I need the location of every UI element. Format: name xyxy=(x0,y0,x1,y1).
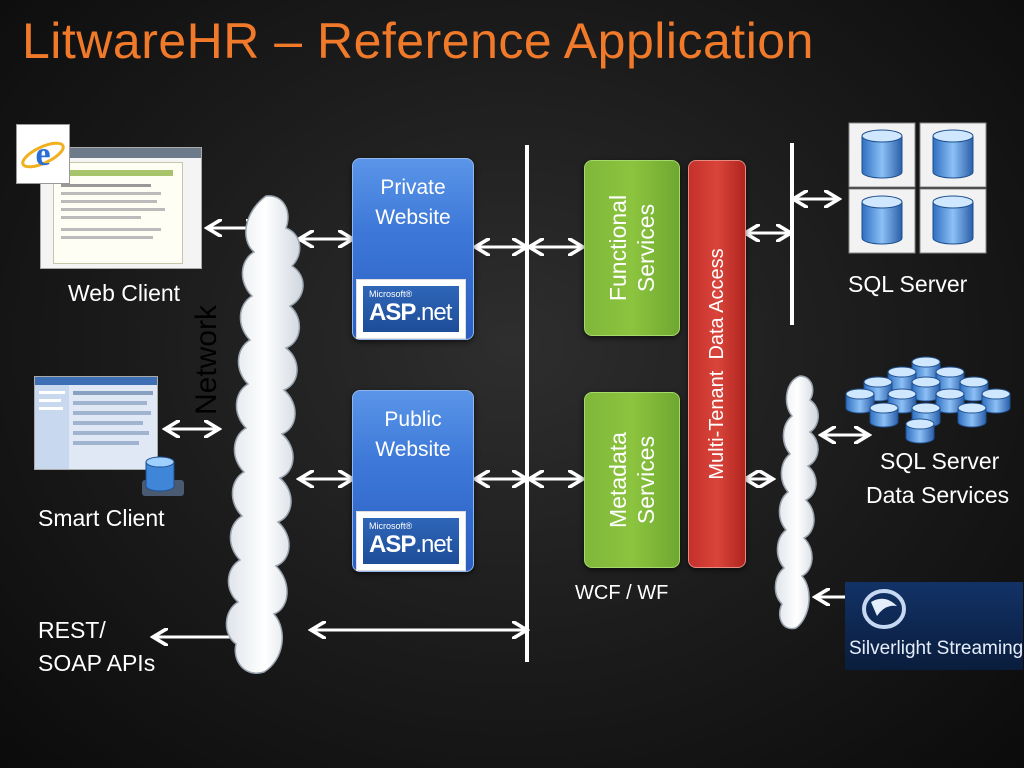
web-client-label: Web Client xyxy=(68,280,181,306)
functional-services-line1: Functional xyxy=(605,194,631,302)
aspnet-logo-main: ASP xyxy=(369,531,416,558)
functional-services-line2: Services xyxy=(633,203,659,293)
ssds-label-line2: Data Services xyxy=(866,482,1010,508)
internet-explorer-icon: e xyxy=(16,124,70,184)
functional-services-box: Functional Services xyxy=(584,160,680,336)
metadata-services-box: Metadata Services xyxy=(584,392,680,568)
sql-server-label: SQL Server xyxy=(848,271,968,297)
aspnet-logo-main: ASP xyxy=(369,299,416,326)
aspnet-logo: Microsoft® ASP.net xyxy=(356,279,466,339)
network-cloud xyxy=(225,195,304,674)
network-label: Network xyxy=(189,304,223,415)
silverlight-streaming-label: Silverlight Streaming xyxy=(849,638,1024,659)
aspnet-logo-suffix: .net xyxy=(415,299,452,326)
silverlight-streaming-logo: Silverlight Streaming xyxy=(845,582,1023,670)
smart-client-label: Smart Client xyxy=(38,505,165,531)
database-bus-line xyxy=(790,143,794,325)
public-website-line1: Public xyxy=(384,408,442,431)
ssds-database-cluster-icon xyxy=(845,356,1011,444)
internet-cloud xyxy=(774,375,819,630)
metadata-services-line2: Services xyxy=(633,435,659,525)
aspnet-logo-suffix: .net xyxy=(415,531,452,558)
smart-client-screenshot xyxy=(34,376,158,470)
private-website-line2: Website xyxy=(375,206,451,229)
aspnet-logo-small-text: Microsoft® xyxy=(369,521,413,531)
aspnet-logo-small-text: Microsoft® xyxy=(369,289,413,299)
data-access-box: Multi-Tenant Data Access xyxy=(688,160,746,568)
private-website-box: Private Website Microsoft® ASP.net xyxy=(352,158,474,340)
wcf-wf-label: WCF / WF xyxy=(575,582,669,604)
slide-title: LitwareHR – Reference Application xyxy=(22,13,814,69)
sql-server-database-icons xyxy=(848,122,987,254)
silverlight-icon xyxy=(862,589,906,629)
ssds-label-line1: SQL Server xyxy=(880,448,1000,474)
metadata-services-line1: Metadata xyxy=(605,432,631,528)
public-website-line2: Website xyxy=(375,438,451,461)
svg-text:e: e xyxy=(35,136,50,173)
public-website-box: Public Website Microsoft® ASP.net xyxy=(352,390,474,572)
apis-label-line2: SOAP APIs xyxy=(38,650,156,676)
aspnet-logo: Microsoft® ASP.net xyxy=(356,511,466,571)
apis-label-line1: REST/ xyxy=(38,617,106,643)
private-website-line1: Private xyxy=(380,176,446,199)
smart-client-database-icon xyxy=(142,456,184,496)
service-bus-line xyxy=(525,145,529,662)
data-access-label: Multi-Tenant Data Access xyxy=(706,248,728,480)
